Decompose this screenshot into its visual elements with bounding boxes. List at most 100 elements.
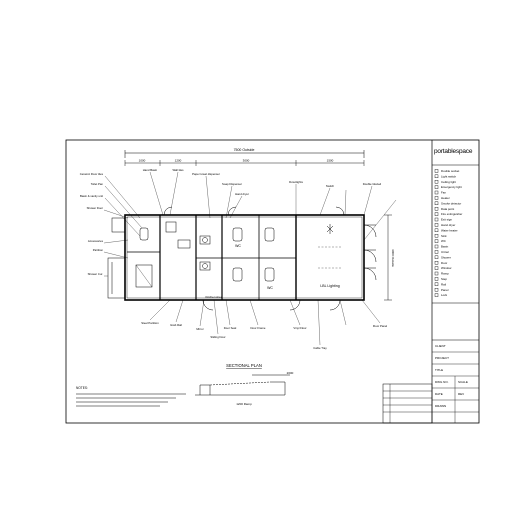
legend-symbol-icon [434,244,439,249]
legend-symbol-icon [434,185,439,189]
svg-text:1500: 1500 [327,159,334,163]
legend-item-label: Door [441,261,447,265]
legend-item-label: Sink [441,234,447,238]
legend-symbol-icon [434,277,439,281]
legend-symbol-icon [434,174,439,179]
legend-item-label: Data point [441,207,454,211]
svg-text:1000: 1000 [139,159,146,163]
title-block-field-label: PROJECT [435,356,449,360]
legend-item-label: Water heater [441,228,458,232]
legend-symbol-icon [434,271,439,276]
notes-heading: NOTES: [76,386,88,390]
callout-left-label: Ceramic Floor tiles [80,172,104,176]
callout-leaders [103,171,397,346]
legend-symbol-icon [434,217,439,222]
callout-bottom-label: Grab Rail [170,323,182,327]
legend-symbol-icon [434,261,439,265]
legend-symbol-icon [434,233,439,238]
callout-top-label: Downlights [289,180,303,184]
plan-title: SECTIONAL PLAN [226,363,262,368]
room-label-main: LBL Lighting [320,284,339,288]
depth-dimension: 3000 Outside [384,214,395,301]
room-label-wc-2: WC [267,286,273,290]
title-block-field-label: TITLE [435,368,443,372]
legend-item-label: Ceiling light [441,180,456,184]
callout-bottom-label: Door Seal [224,326,237,330]
callout-top-label: Double Glazed [363,182,382,186]
callout-left-label: Toilet Pan [91,182,104,186]
legend-symbol-icon [434,282,439,286]
wc-pans [135,221,275,288]
callout-top-label: Switch [326,184,335,188]
callout-bottom-label: Sliding Door [210,335,225,339]
callout-top-label: Soap Dispenser [222,182,242,186]
callout-left-label: Shower Door [87,206,103,210]
callout-bottom-label: Mirror [196,327,203,331]
callout-left-label: Basin & vanity unit [80,194,103,198]
ramp-section-detail [195,374,290,396]
callout-top-label: Wall tiles [172,168,184,172]
callout-bottom-label: Door Frame [251,326,266,330]
callout-top-label: Paper towel dispenser [192,172,220,176]
legend-item-label: Window [441,266,452,270]
title-block-field-label: CLIENT [435,344,446,348]
legend-symbol-icon [434,228,439,233]
callout-top-label: Hand dryer [235,192,249,196]
callout-bottom-label: Steel Partition [141,321,159,325]
partitions [127,215,297,300]
overall-dimension: 7500 Outside [124,148,365,158]
legend-symbol-icon [434,239,439,243]
title-block-field-label: SCALE [458,380,468,384]
callout-left-label: Accessories [88,239,104,243]
legend-symbol-icon [434,266,439,270]
callout-left-label: Shower Cur. [88,272,104,276]
brand-logo-text: portablespace [434,148,473,155]
legend-item-label: Heater [441,196,450,200]
svg-text:3000: 3000 [243,159,250,163]
legend-symbol-icon [434,179,439,184]
room-label-kitchen: Kitchen Area [205,295,222,299]
legend-item-label: Panel [441,288,449,292]
svg-text:3000 Outside: 3000 Outside [391,249,395,267]
legend-symbol-icon [434,293,439,297]
legend-item-label: Ramp [441,272,449,276]
revision-table [382,383,433,424]
ceiling-light-icon [326,224,334,234]
notes-lines [76,393,186,407]
legend-symbol-icon [434,255,439,260]
legend-item-label: Rail [441,282,446,286]
sheet-border [65,139,480,424]
section-dimensions: 1000 1200 3000 1500 [124,159,365,166]
legend-item-label: Basin [441,245,449,249]
legend-item-label: Light switch [441,174,456,178]
door-swings [163,206,377,311]
legend-symbol-icon [434,250,439,254]
legend-item-label: Urinal [441,250,449,254]
callout-bottom-label: Cable Tray [313,346,327,350]
legend-symbol-icon [434,212,439,216]
legend-symbol-icon [434,288,439,292]
legend-symbol-icon [434,190,439,195]
legend-item-label: Step [441,277,447,281]
svg-text:7500 Outside: 7500 Outside [234,148,255,152]
legend-symbol-icon [434,169,439,173]
title-block-field-label: REV [458,392,464,396]
legend-item-label: Emergency light [441,185,462,189]
room-label-wc-1: WC [235,244,241,248]
title-block-field-label: DRAWN [435,404,446,408]
legend-item-label: Shower [441,255,451,259]
legend-item-label: Hand dryer [441,223,455,227]
detail-caption: 1200 Ramp [236,402,252,406]
legend-item-label: Smoke detector [441,201,461,205]
legend-item-label: Lock [441,293,448,297]
legend-item-label: Exit sign [441,218,452,222]
entry-porch [107,217,126,299]
callout-bottom-label: Vinyl Floor [293,326,306,330]
legend-item-label: WC [441,239,446,243]
